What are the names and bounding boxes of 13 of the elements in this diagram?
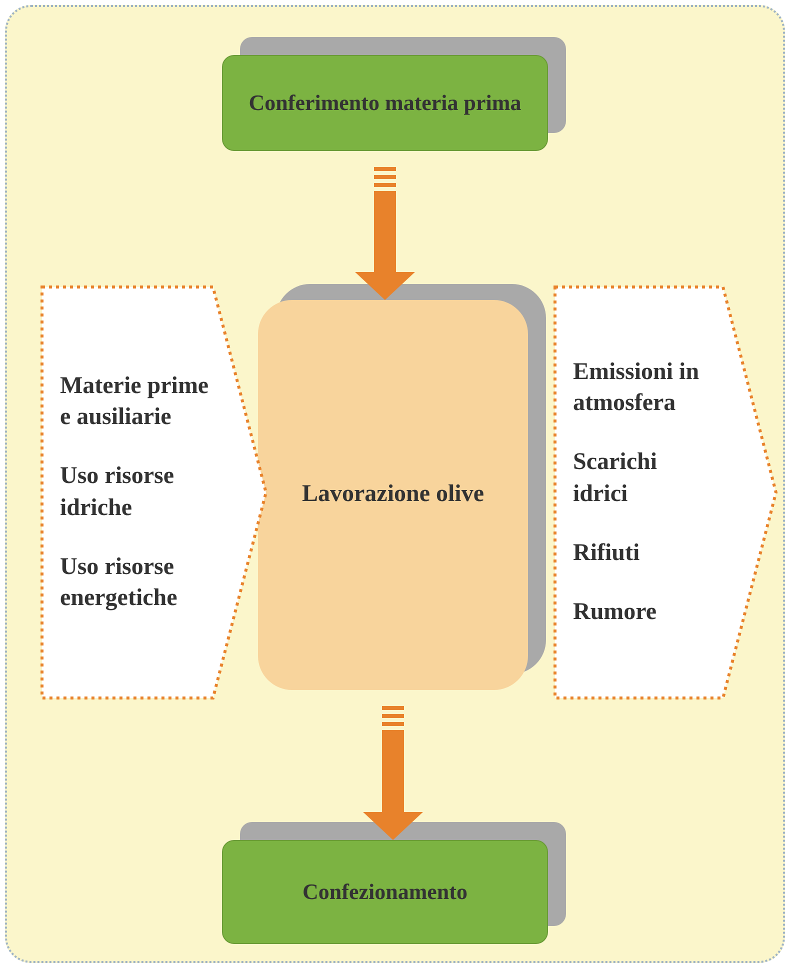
box-label: Conferimento materia prima (248, 88, 522, 117)
list-item: Scarichi idrici (573, 448, 658, 508)
list-item: Uso risorse energetiche (60, 552, 178, 613)
list-item: Uso risorse idriche (60, 462, 175, 522)
list-item: Rumore (573, 598, 658, 627)
process-box (222, 840, 548, 944)
list-item: Rifiuti (573, 538, 641, 568)
box-label: Lavorazione olive (302, 480, 484, 510)
list-item: Materie prime e ausiliarie (60, 372, 210, 432)
box-label: Confezionamento (302, 878, 468, 906)
process-box (222, 55, 548, 151)
list-item: Emissioni in atmosfera (573, 358, 700, 418)
process-box (258, 300, 528, 690)
